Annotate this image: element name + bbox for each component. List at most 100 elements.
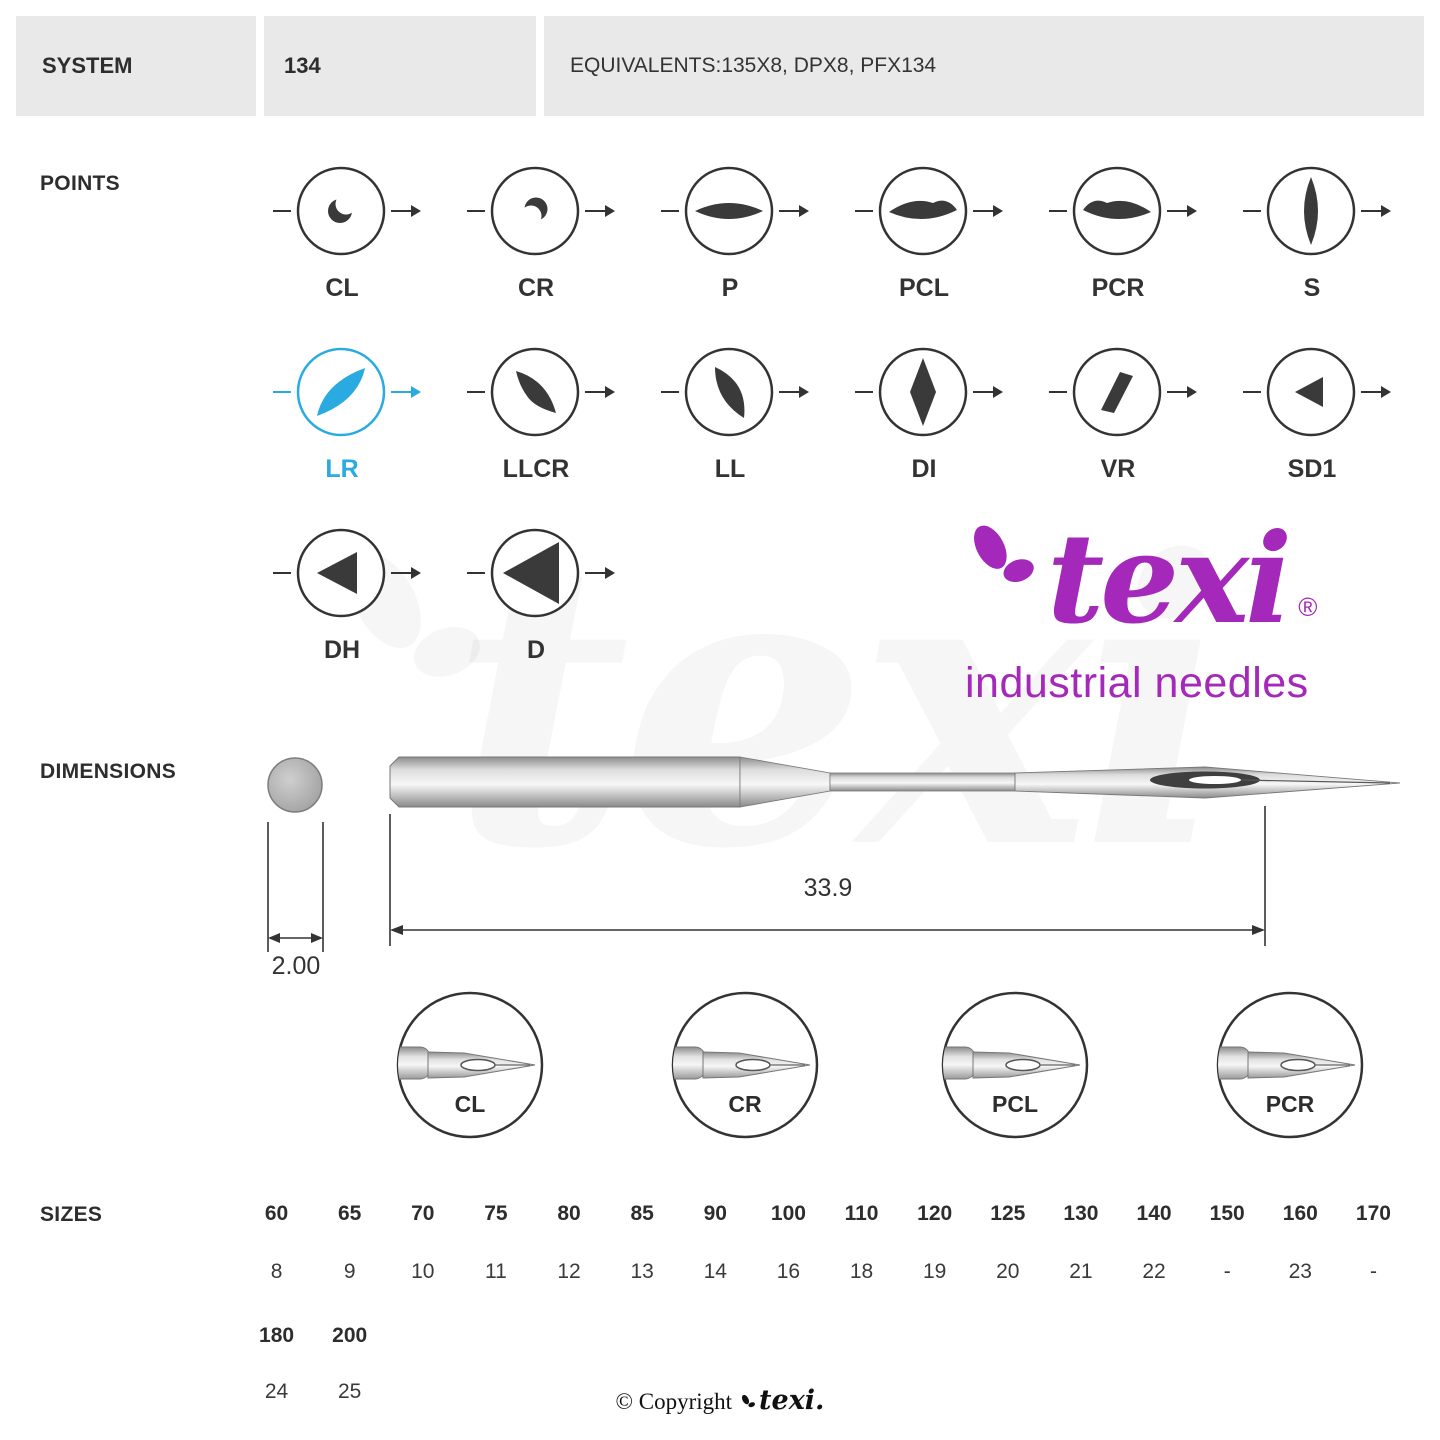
point-graphic [661,166,809,256]
arrow-icon [391,205,421,217]
detail-label: PCL [992,1091,1038,1117]
size-value: 120 [917,1202,953,1225]
needle-number: 18 [849,1260,874,1283]
needle-tip-diagram [1216,991,1364,1139]
needle-tip-diagram [671,991,819,1139]
points-grid: CL CR P [250,166,1416,665]
point-PCL: PCL [832,166,1026,303]
texi-tagline: industrial needles [965,659,1309,708]
point-DH: DH [250,528,444,665]
point-detail-PCR: PCR [1212,987,1368,1143]
lens-horizontal-left-icon [878,166,968,256]
size-value: 160 [1282,1202,1318,1225]
needle-tip-diagram [396,991,544,1139]
diameter-value: 2.00 [271,952,321,980]
point-label: PCR [1091,274,1145,302]
point-label: CR [517,274,555,302]
system-label-cell: SYSTEM [16,16,256,116]
point-detail-PCL: PCL [937,987,1093,1143]
point-DI: DI [832,347,1026,484]
point-LR: LR [250,347,444,484]
texi-brand-text: texi [1047,507,1292,652]
dimensions-section-label: DIMENSIONS [40,760,177,783]
point-graphic [1049,166,1197,256]
arrow-icon [585,386,615,398]
sizes-section-label: SIZES [40,1203,103,1226]
point-label: S [1303,274,1321,302]
needle-number: 23 [1288,1260,1312,1283]
lead-line [273,210,291,212]
length-value: 33.9 [803,874,853,902]
point-SD1: SD1 [1220,347,1414,484]
point-graphic [661,347,809,437]
diamond-vertical-icon [878,347,968,437]
point-label: VR [1100,455,1136,483]
arrow-icon [1167,386,1197,398]
dimension-arrowheads [268,925,1265,943]
detail-label: CL [454,1091,486,1117]
numbers-row-2: 24 25 [240,1380,1410,1404]
size-value: 150 [1209,1202,1245,1225]
needle-cross-section [267,757,323,813]
needle-number: 25 [338,1380,362,1403]
needle-number: 13 [630,1260,654,1283]
point-graphic [273,528,421,618]
triangle-medium-icon [296,528,386,618]
lead-line [467,572,485,574]
size-value: 70 [411,1202,435,1225]
lead-line [1049,210,1067,212]
size-value: 90 [703,1202,727,1225]
point-label: CL [325,274,359,302]
copyright-text: © Copyright [615,1389,733,1414]
crescent-cr-icon [490,166,580,256]
lens-diagonal-ne-icon [296,347,386,437]
system-value-cell: 134 [264,16,536,116]
lead-line [467,210,485,212]
size-value: 60 [264,1202,289,1225]
point-graphic [467,528,615,618]
lead-line [855,391,873,393]
arrow-icon [391,386,421,398]
point-label: DI [911,455,937,483]
lens-horizontal-icon [684,166,774,256]
arrow-icon [1361,205,1391,217]
dimension-lines [267,806,1266,952]
point-label: P [721,274,739,302]
point-detail-CR: CR [667,987,823,1143]
needle-number: 14 [703,1260,727,1283]
point-graphic [855,347,1003,437]
point-graphic [1243,347,1391,437]
point-graphic [273,347,421,437]
point-S: S [1220,166,1414,303]
size-value: 80 [557,1202,581,1225]
lens-vertical-icon [1266,166,1356,256]
needle-number: 22 [1142,1260,1166,1283]
arrow-icon [779,386,809,398]
point-label: D [526,636,546,664]
point-PCR: PCR [1026,166,1220,303]
point-graphic [273,166,421,256]
point-D: D [444,528,638,665]
needle-number: 9 [343,1260,356,1283]
point-graphic [855,166,1003,256]
arrow-icon [585,205,615,217]
point-VR: VR [1026,347,1220,484]
arrow-icon [1361,386,1391,398]
equivalents-text: EQUIVALENTS:135X8, DPX8, PFX134 [570,54,937,77]
point-CR: CR [444,166,638,303]
texi-leaf-icon [742,1394,756,1408]
texi-logo: texi ® industrial needles [965,507,1425,708]
point-graphic [1243,166,1391,256]
needle-number: 20 [996,1260,1020,1283]
needle-number: 24 [264,1380,289,1403]
lead-line [467,391,485,393]
point-P: P [638,166,832,303]
arrow-icon [585,567,615,579]
lead-line [1243,391,1261,393]
needle-number: 16 [776,1260,801,1283]
point-label: SD1 [1287,455,1337,483]
points-section-label: POINTS [40,172,120,195]
